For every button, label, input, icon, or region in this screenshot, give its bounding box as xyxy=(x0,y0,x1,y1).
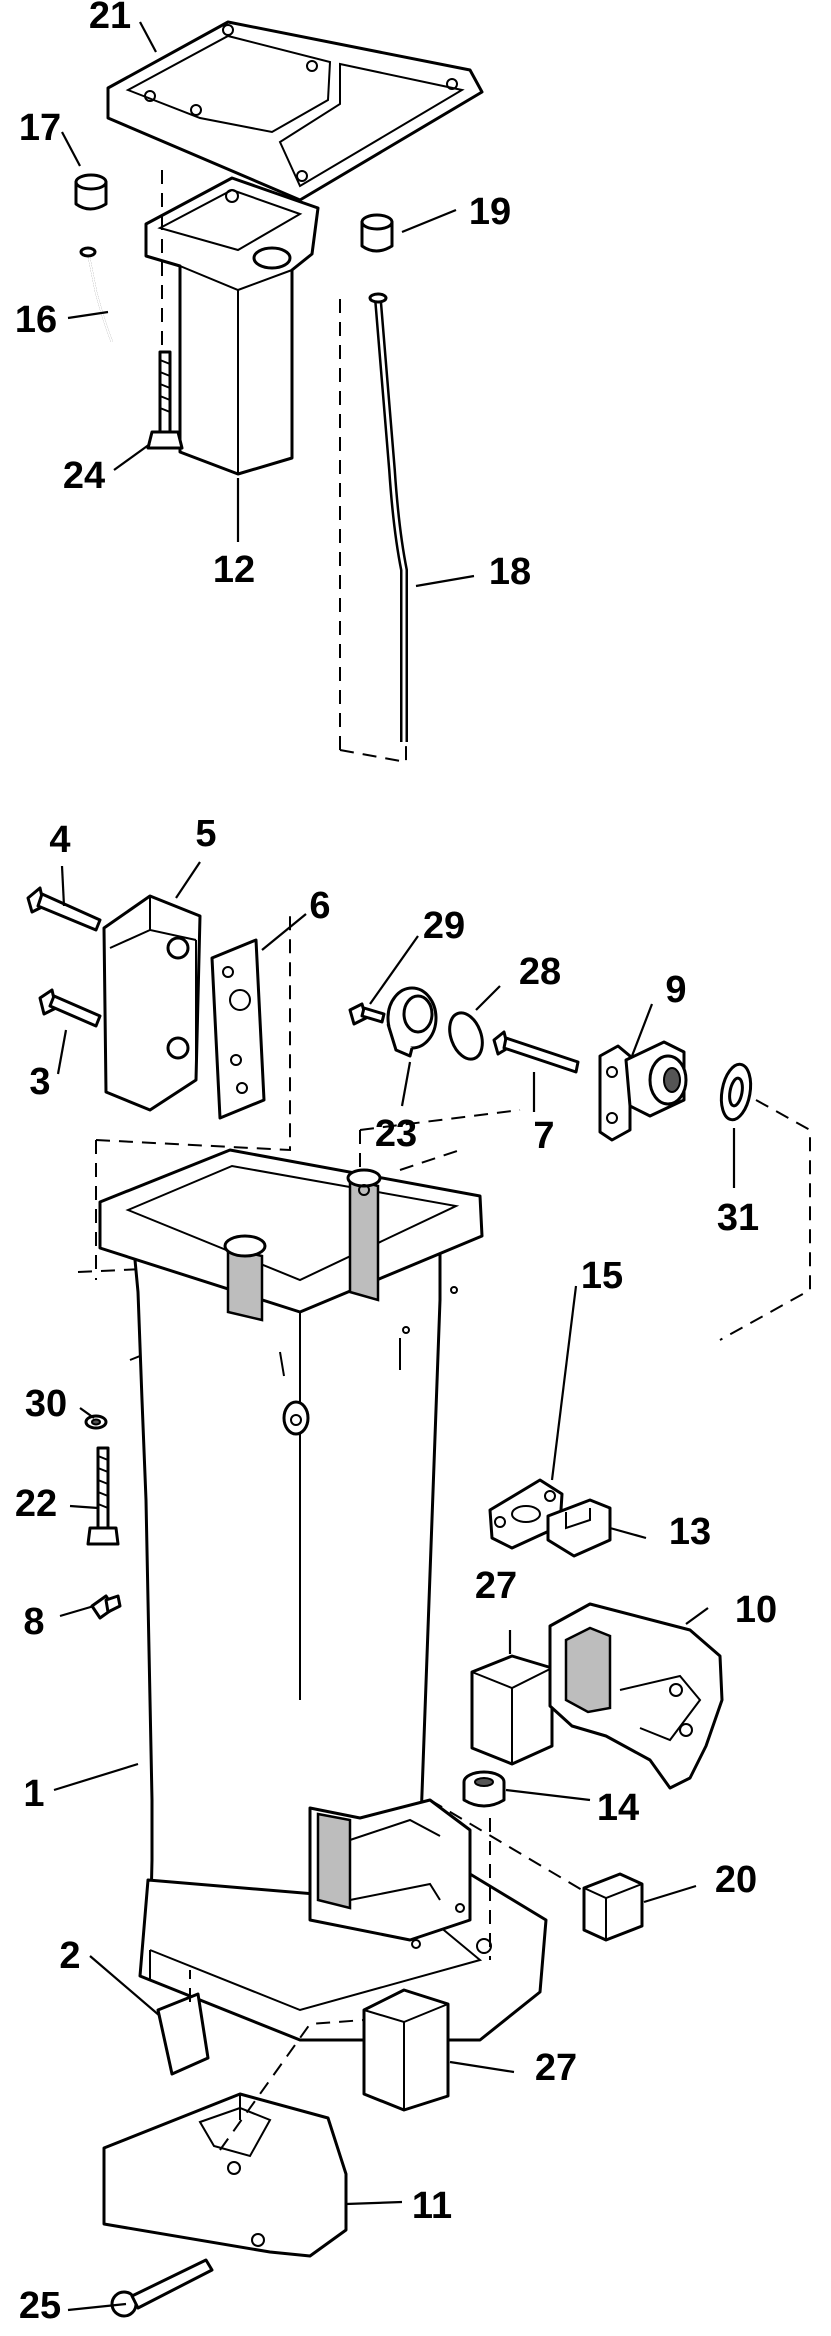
part-12-exhaust-housing xyxy=(144,176,320,476)
callout-23: 23 xyxy=(375,1113,417,1155)
part-20-block xyxy=(582,1872,644,1942)
part-19-grommet xyxy=(360,213,394,253)
part-16-water-tube xyxy=(79,246,113,388)
part-3-screw xyxy=(38,988,102,1028)
assembly-lines-top xyxy=(161,170,407,764)
part-27-block-upper xyxy=(470,1654,554,1766)
part-11-cover xyxy=(102,2092,348,2258)
callout-27-lower: 27 xyxy=(535,2047,577,2089)
callout-6: 6 xyxy=(309,885,330,927)
callout-30: 30 xyxy=(25,1383,67,1425)
callout-25: 25 xyxy=(19,2285,61,2327)
part-18-water-tube xyxy=(368,292,408,742)
part-14-grommet xyxy=(462,1770,506,1808)
callout-9: 9 xyxy=(665,969,686,1011)
callout-3: 3 xyxy=(29,1061,50,1103)
callout-24: 24 xyxy=(63,455,105,497)
callout-12: 12 xyxy=(213,549,255,591)
callout-22: 22 xyxy=(15,1483,57,1525)
callout-29: 29 xyxy=(423,905,465,947)
part-31-washer xyxy=(719,1062,753,1122)
part-27-block-lower xyxy=(362,1988,450,2112)
part-22-screw xyxy=(86,1446,120,1546)
callout-7: 7 xyxy=(533,1115,554,1157)
callout-18: 18 xyxy=(489,551,531,593)
part-8-screw xyxy=(90,1594,122,1620)
part-6-plate xyxy=(210,938,266,1120)
part-2-anode xyxy=(156,1992,210,2076)
part-17-grommet xyxy=(74,173,108,211)
callout-11: 11 xyxy=(412,2185,452,2227)
callout-15: 15 xyxy=(581,1255,623,1297)
callout-14: 14 xyxy=(597,1787,639,1829)
callout-8: 8 xyxy=(23,1601,44,1643)
callout-21: 21 xyxy=(89,0,131,37)
callout-31: 31 xyxy=(717,1197,759,1239)
callout-labels: 21 17 19 16 24 12 18 4 5 6 29 28 9 3 23 … xyxy=(15,0,777,2327)
part-23-cap xyxy=(386,986,438,1058)
callout-17: 17 xyxy=(19,107,61,149)
part-24-screw xyxy=(146,350,184,450)
callout-leaders xyxy=(53,21,736,2312)
part-21-gasket xyxy=(106,20,484,202)
part-4-screw xyxy=(26,886,102,932)
part-10-bracket xyxy=(548,1602,724,1790)
callout-20: 20 xyxy=(715,1859,757,1901)
callout-16: 16 xyxy=(15,299,57,341)
part-5-cover xyxy=(102,894,202,1112)
part-30-washer xyxy=(84,1414,108,1430)
callout-2: 2 xyxy=(59,1935,80,1977)
part-7-bolt xyxy=(492,1030,580,1074)
part-1-drive-shaft-housing xyxy=(98,1148,548,2042)
callout-10: 10 xyxy=(735,1589,777,1631)
part-25-bolt xyxy=(110,2258,214,2318)
part-13-clip xyxy=(546,1498,612,1558)
callout-27-upper: 27 xyxy=(475,1565,517,1607)
callout-5: 5 xyxy=(195,813,216,855)
assembly-lines-lower xyxy=(189,1799,583,2151)
callout-13: 13 xyxy=(669,1511,711,1553)
callout-1: 1 xyxy=(23,1773,44,1815)
part-9-connector xyxy=(598,1040,688,1142)
callout-28: 28 xyxy=(519,951,561,993)
part-29-screw xyxy=(348,1002,386,1026)
callout-4: 4 xyxy=(49,819,70,861)
part-28-o-ring xyxy=(448,1011,484,1061)
callout-19: 19 xyxy=(469,191,511,233)
